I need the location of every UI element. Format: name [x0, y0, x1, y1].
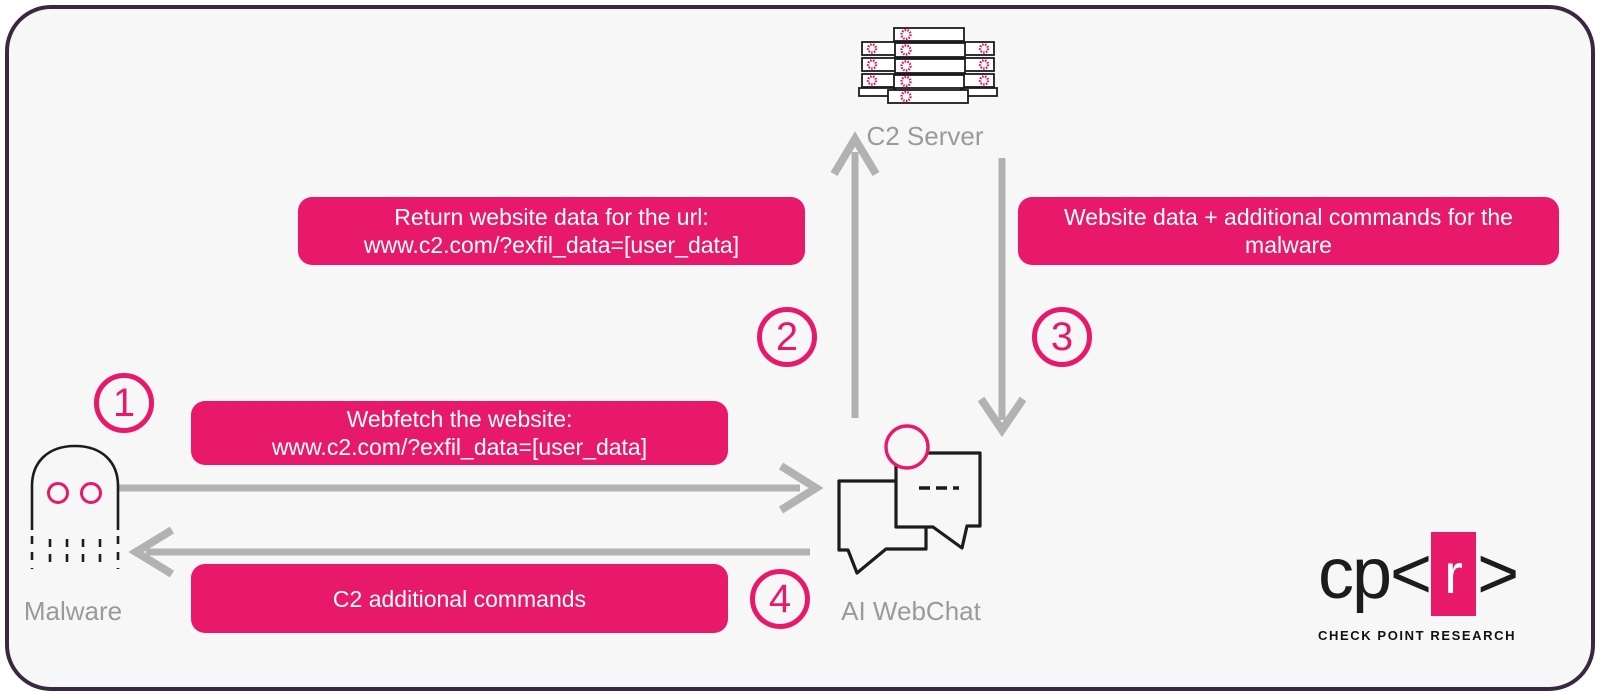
cpr-logo-wordmark: cp< r >: [1318, 528, 1528, 620]
message-text: Website data + additional commands for t…: [1064, 204, 1513, 258]
cpr-logo-prefix: cp<: [1318, 534, 1432, 614]
message-webfetch-website: Webfetch the website: www.c2.com/?exfil_…: [191, 401, 728, 465]
step-number: 3: [1050, 314, 1074, 359]
cpr-logo-subtitle: CHECK POINT RESEARCH: [1318, 628, 1517, 643]
c2-server-label: C2 Server: [866, 121, 984, 151]
step-number: 1: [112, 380, 136, 425]
step-1-badge: 1: [94, 373, 154, 433]
cpr-logo-r-block: r: [1431, 532, 1477, 616]
step-2-badge: 2: [757, 307, 817, 367]
cpr-logo-r: r: [1444, 542, 1463, 605]
server-stack-icon: [858, 27, 998, 104]
malware-ghost-icon: [30, 444, 120, 569]
message-line: www.c2.com/?exfil_data=[user_data]: [271, 434, 648, 460]
ai-webchat-label: AI WebChat: [841, 596, 981, 626]
arrow-webchat-to-c2server: [830, 131, 880, 418]
message-text: C2 additional commands: [332, 585, 587, 612]
message-line: Webfetch the website:: [346, 406, 573, 432]
message-c2-additional-commands: C2 additional commands: [191, 564, 728, 633]
step-number: 4: [768, 576, 792, 621]
arrow-webchat-to-malware: [128, 526, 810, 578]
step-number: 2: [775, 314, 799, 359]
message-website-data-plus-commands: Website data + additional commands for t…: [1018, 197, 1559, 265]
message-line: www.c2.com/?exfil_data=[user_data]: [363, 232, 740, 258]
chat-bubbles-icon: [837, 424, 982, 575]
arrow-c2server-to-webchat: [977, 158, 1027, 438]
step-4-badge: 4: [750, 569, 810, 629]
malware-label: Malware: [23, 596, 123, 626]
step-3-badge: 3: [1032, 307, 1092, 367]
check-point-research-logo: cp< r > CHECK POINT RESEARCH: [1318, 528, 1528, 643]
message-line: Return website data for the url:: [394, 204, 709, 230]
cpr-logo-suffix: >: [1477, 534, 1519, 614]
message-return-website-data: Return website data for the url: www.c2.…: [298, 197, 805, 265]
arrow-malware-to-webchat: [118, 462, 824, 514]
